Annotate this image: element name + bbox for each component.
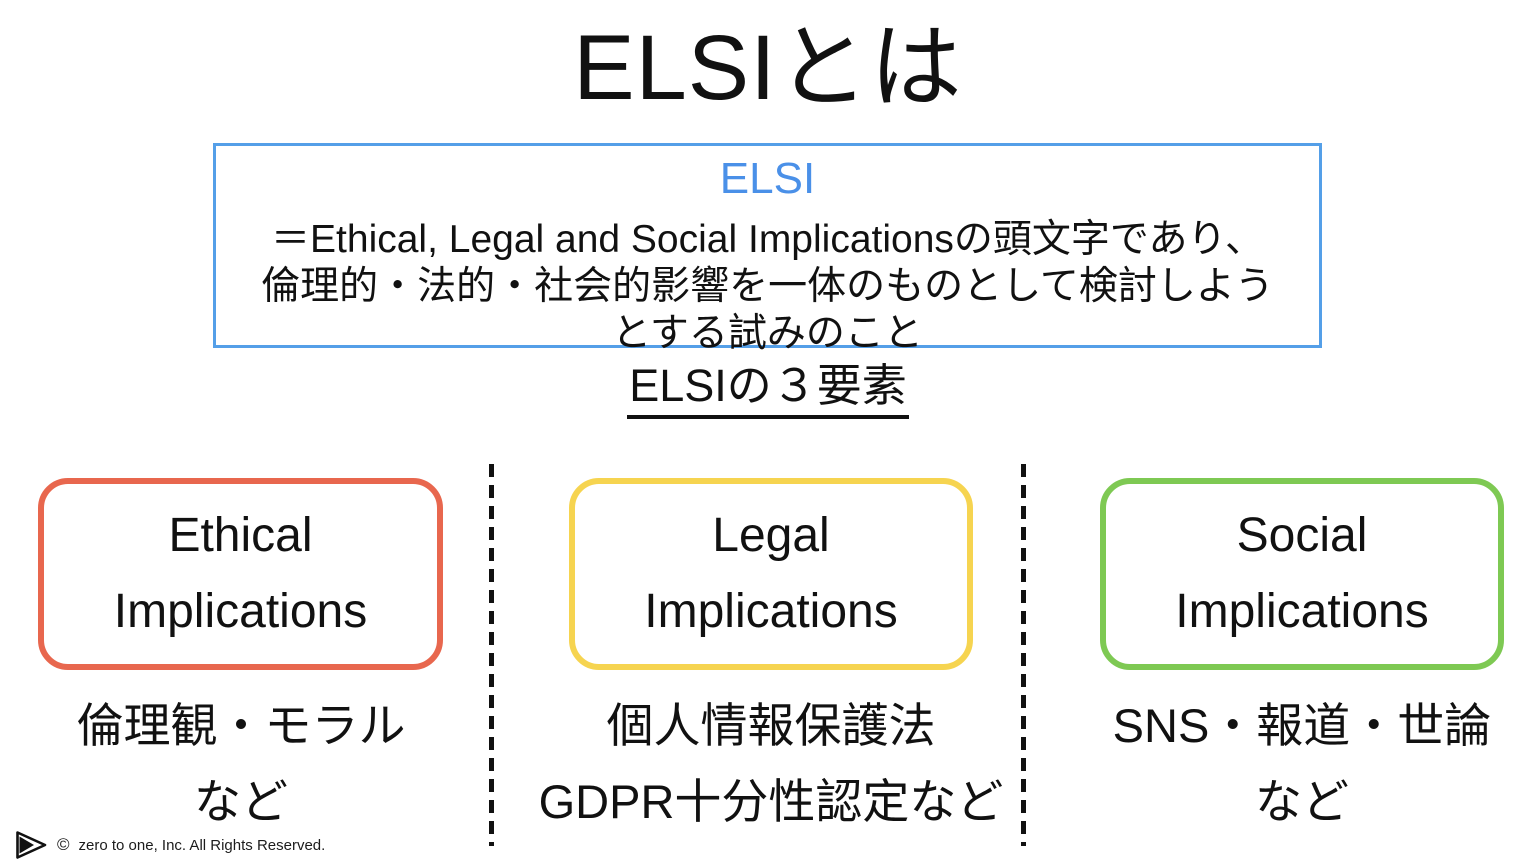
legal-box-label-line-2: Implications xyxy=(644,585,898,638)
section-heading-wrap: ELSIの３要素 xyxy=(0,360,1536,419)
ethical-box-label-line-2: Implications xyxy=(113,585,368,638)
ethical-box-label-line-1: Ethical xyxy=(168,509,313,562)
ethical-examples-text: 倫理観・モラル など xyxy=(0,688,511,840)
definition-text: ＝Ethical, Legal and Social Implicationsの… xyxy=(216,216,1319,357)
page-title: ELSIとは xyxy=(573,17,963,119)
legal-implications-box: Legal Implications xyxy=(569,478,973,670)
social-examples-line-2: など xyxy=(1255,775,1349,828)
definition-line-1: ＝Ethical, Legal and Social Implicationsの… xyxy=(271,218,1264,261)
social-examples-line-1: SNS・報道・世論 xyxy=(1112,699,1492,752)
ethical-implications-box: Ethical Implications xyxy=(38,478,443,670)
dotted-divider-right xyxy=(1021,464,1026,846)
ethical-examples-line-2: など xyxy=(194,775,288,828)
legal-examples-line-2: GDPR十分性認定など xyxy=(538,775,1004,828)
zero-to-one-logo-icon xyxy=(15,830,48,860)
dotted-divider-left xyxy=(489,464,494,846)
social-box-label-line-2: Implications xyxy=(1175,585,1429,638)
legal-box-label-line-1: Legal xyxy=(712,509,830,562)
section-heading: ELSIの３要素 xyxy=(627,360,909,419)
social-examples-text: SNS・報道・世論 など xyxy=(1032,688,1536,840)
definition-line-3: とする試みのこと xyxy=(612,312,923,355)
definition-heading: ELSI xyxy=(719,154,816,203)
social-implications-box: Social Implications xyxy=(1100,478,1504,670)
legal-examples-line-1: 個人情報保護法 xyxy=(606,699,936,752)
copyright-text: zero to one, Inc. All Rights Reserved. xyxy=(78,836,326,854)
copyright-symbol: © xyxy=(57,835,70,854)
definition-line-2: 倫理的・法的・社会的影響を一体のものとして検討しよう xyxy=(261,265,1274,308)
ethical-examples-line-1: 倫理観・モラル xyxy=(76,699,406,752)
elsi-definition-box: ELSI ＝Ethical, Legal and Social Implicat… xyxy=(213,143,1322,355)
social-box-label-line-1: Social xyxy=(1236,509,1368,562)
footer: © zero to one, Inc. All Rights Reserved. xyxy=(15,830,325,860)
legal-examples-text: 個人情報保護法 GDPR十分性認定など xyxy=(501,688,1041,840)
